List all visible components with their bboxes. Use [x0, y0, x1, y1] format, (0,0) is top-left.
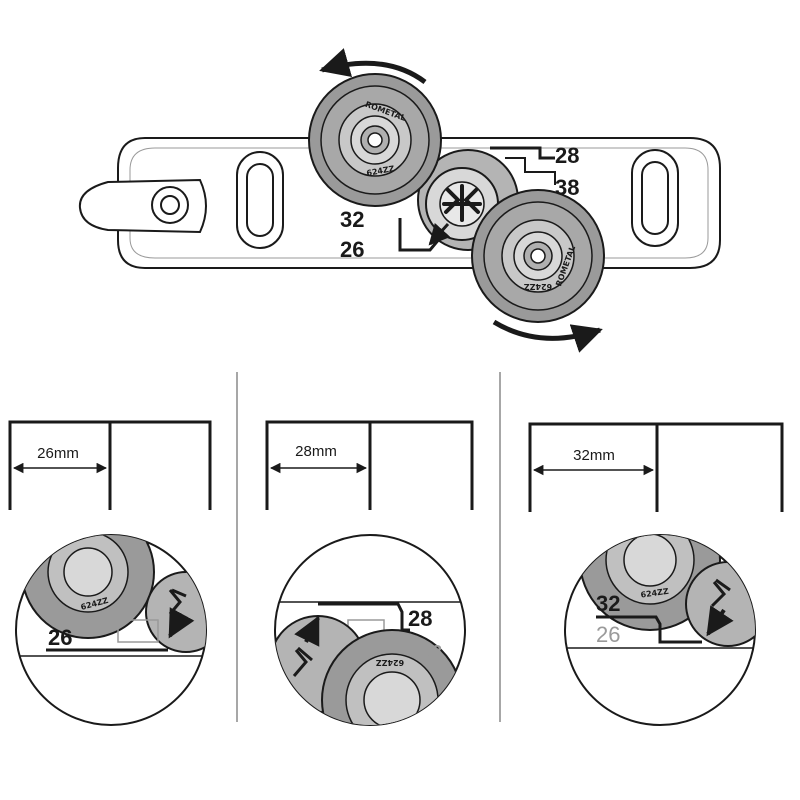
label-32-top: 32 [340, 207, 364, 232]
zoom-label-28: 28 [408, 606, 432, 631]
panel-28mm: 28mm 624ZZ 28 38 [265, 420, 474, 726]
profile-28mm: 28mm [265, 420, 474, 510]
zoom-faded-38: 38 [422, 642, 442, 662]
adjust-arrow [428, 222, 451, 246]
zoom-label-32: 32 [596, 591, 620, 616]
roller-assembly: 28 38 32 26 ROMETAL 624ZZ [78, 48, 721, 353]
dimension-label-26mm: 26mm [37, 445, 79, 462]
rotation-arrow-lower [492, 319, 603, 353]
label-26-top: 26 [340, 237, 364, 262]
step-line-upper [490, 146, 555, 160]
rotation-arrow-upper [319, 48, 427, 85]
bearing-code-zoom-28mm: 624ZZ [376, 658, 405, 667]
zoom-detail-32mm: 624ZZ 32 26 [566, 535, 755, 649]
bearing-code-zoom-32mm: 624ZZ [640, 587, 669, 600]
panel-26mm: 26mm 624ZZ 26 [8, 420, 212, 726]
label-28-top: 28 [555, 143, 579, 168]
upper-wheel: ROMETAL 624ZZ [308, 73, 442, 207]
adjust-arrow-26mm [168, 607, 195, 639]
zoom-faded-26: 26 [596, 622, 620, 647]
profile-32mm: 32mm [528, 422, 784, 512]
adjust-arrow-32mm [706, 605, 734, 637]
lower-wheel: ROMETAL 624ZZ [471, 189, 605, 323]
dimension-label-28mm: 28mm [295, 443, 337, 460]
dimension-label-32mm: 32mm [573, 447, 615, 464]
phillips-screw-icon [442, 184, 482, 222]
profile-26mm: 26mm [8, 420, 212, 510]
adjust-arrow-28mm [294, 615, 320, 647]
bearing-code-lower: 624ZZ [524, 282, 553, 291]
zoom-label-26: 26 [48, 625, 72, 650]
zoom-detail-26mm: 624ZZ 26 [20, 535, 206, 657]
panel-32mm: 32mm 624ZZ 32 26 [528, 422, 784, 726]
